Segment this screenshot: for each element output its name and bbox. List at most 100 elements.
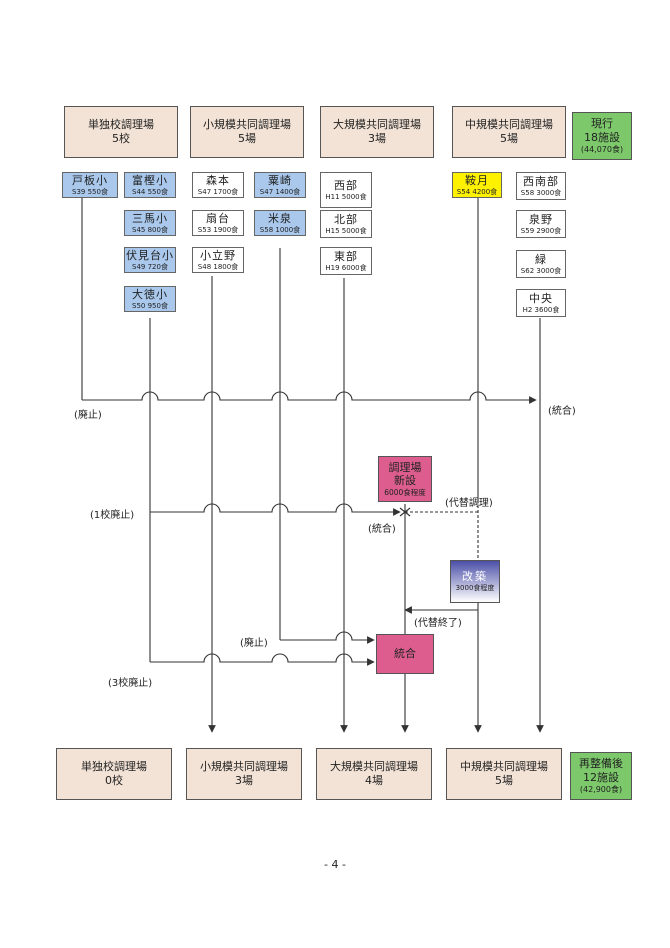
label-tougou-2: (統合) [368,524,396,535]
facility-morimoto: 森本 S47 1700食 [192,172,244,198]
label-daitai-shuryo: (代替終了) [414,618,462,629]
facility-midori: 緑 S62 3000食 [516,250,566,278]
facility-toitashou: 戸板小 S39 550食 [62,172,118,198]
facility-name: 戸板小 [72,173,108,187]
bottom-daikibo-title: 大規模共同調理場 [330,760,418,774]
facility-info: S45 800食 [132,225,168,234]
current-meals: (44,070食) [580,144,624,154]
facility-name: 米泉 [268,211,292,225]
page-number: - 4 - [324,858,346,871]
after-title: 再整備後 [579,757,623,771]
top-daikibo-header: 大規模共同調理場 3場 [320,106,434,158]
label-tougou-1: (統合) [548,406,576,417]
facility-info: S59 2900食 [520,226,562,235]
new-facility-box: 調理場 新設 6000食程度 [378,456,432,502]
facility-awagasaki: 粟崎 S47 1400食 [254,172,306,198]
facility-info: S53 1900食 [197,225,239,234]
facility-name: 西南部 [523,174,559,188]
facility-fushimidai: 伏見台小 S49 720食 [124,247,176,273]
facility-chuo: 中央 H2 3600食 [516,289,566,317]
after-total-box: 再整備後 12施設 (42,900食) [570,752,632,800]
merge-label: 統合 [394,647,416,661]
facility-info: S44 550食 [132,187,168,196]
facility-name: 緑 [535,252,547,266]
bottom-shokibo-title: 小規模共同調理場 [200,760,288,774]
line-haishi-toitashou [82,391,537,404]
facility-tomigashi: 富樫小 S44 550食 [124,172,176,198]
facility-info: S47 1400食 [259,187,301,196]
facility-tobu: 東部 H19 6000食 [320,247,372,275]
line-ikkou-haishi [150,503,401,516]
new-facility-line2: 新設 [394,474,416,488]
facility-name: 中央 [529,291,553,305]
facility-name: 小立野 [200,248,236,262]
facility-kotatsuno: 小立野 S48 1800食 [192,247,244,273]
top-shokibo-count: 5場 [238,132,256,145]
top-daikibo-title: 大規模共同調理場 [333,118,421,132]
bottom-daikibo-count: 4場 [365,774,383,787]
facility-name: 大徳小 [132,287,168,301]
facility-hokubu: 北部 H15 5000食 [320,210,372,238]
facility-izumino: 泉野 S59 2900食 [516,210,566,238]
facility-name: 鞍月 [465,173,489,187]
top-tandoku-header: 単独校調理場 5校 [64,106,178,158]
new-facility-capacity: 6000食程度 [384,488,426,498]
bottom-shokibo-count: 3場 [235,774,253,787]
facility-name: 泉野 [529,212,553,226]
facility-info: S39 550食 [72,187,108,196]
bottom-chukibo-header: 中規模共同調理場 5場 [446,748,562,800]
facility-info: S58 3000食 [520,188,562,197]
merge-box: 統合 [376,634,434,674]
facility-name: 北部 [334,212,358,226]
facility-seinanbu: 西南部 S58 3000食 [516,172,566,200]
facility-name: 東部 [334,249,358,263]
rebuild-name: 改築 [462,570,488,584]
bottom-chukibo-count: 5場 [495,774,513,787]
bottom-tandoku-count: 0校 [105,774,123,787]
after-meals: (42,900食) [579,784,623,794]
label-ikkou-haishi: (1校廃止) [90,510,135,521]
facility-sendai: 扇台 S53 1900食 [192,210,244,236]
current-title: 現行 [591,117,613,131]
facility-nishibu: 西部 H11 5000食 [320,172,372,208]
bottom-chukibo-title: 中規模共同調理場 [460,760,548,774]
rebuild-box: 改築 3000食程度 [450,560,500,603]
top-chukibo-header: 中規模共同調理場 5場 [452,106,566,158]
top-chukibo-title: 中規模共同調理場 [465,118,553,132]
top-daikibo-count: 3場 [368,132,386,145]
bottom-tandoku-title: 単独校調理場 [81,760,147,774]
label-daitai-chouri: (代替調理) [445,498,493,509]
facility-name: 富樫小 [132,173,168,187]
facility-name: 西部 [334,178,358,192]
line-sankou-haishi [150,653,375,666]
facility-sanma: 三馬小 S45 800食 [124,210,176,236]
top-chukibo-count: 5場 [500,132,518,145]
facility-yonaizumi: 米泉 S58 1000食 [254,210,306,236]
facility-info: S50 950食 [132,301,168,310]
top-tandoku-count: 5校 [112,132,130,145]
top-tandoku-title: 単独校調理場 [88,118,154,132]
facility-info: S49 720食 [132,262,168,271]
facility-info: H19 6000食 [325,263,367,272]
facility-info: S54 4200食 [456,187,498,196]
facility-info: H11 5000食 [325,192,367,201]
facility-name: 三馬小 [132,211,168,225]
rebuild-capacity: 3000食程度 [455,584,495,592]
bottom-tandoku-header: 単独校調理場 0校 [56,748,172,800]
label-haishi-1: (廃止) [74,410,102,421]
facility-kuratsuki: 鞍月 S54 4200食 [452,172,502,198]
facility-name: 粟崎 [268,173,292,187]
facility-info: H15 5000食 [325,226,367,235]
label-sankou-haishi: (3校廃止) [108,678,153,689]
label-haishi-2: (廃止) [240,638,268,649]
line-haishi2 [280,631,375,644]
current-count: 18施設 [584,131,620,144]
facility-info: S62 3000食 [520,266,562,275]
current-total-box: 現行 18施設 (44,070食) [572,112,632,160]
top-shokibo-header: 小規模共同調理場 5場 [190,106,304,158]
bottom-daikibo-header: 大規模共同調理場 4場 [316,748,432,800]
facility-info: S48 1800食 [197,262,239,271]
bottom-shokibo-header: 小規模共同調理場 3場 [186,748,302,800]
